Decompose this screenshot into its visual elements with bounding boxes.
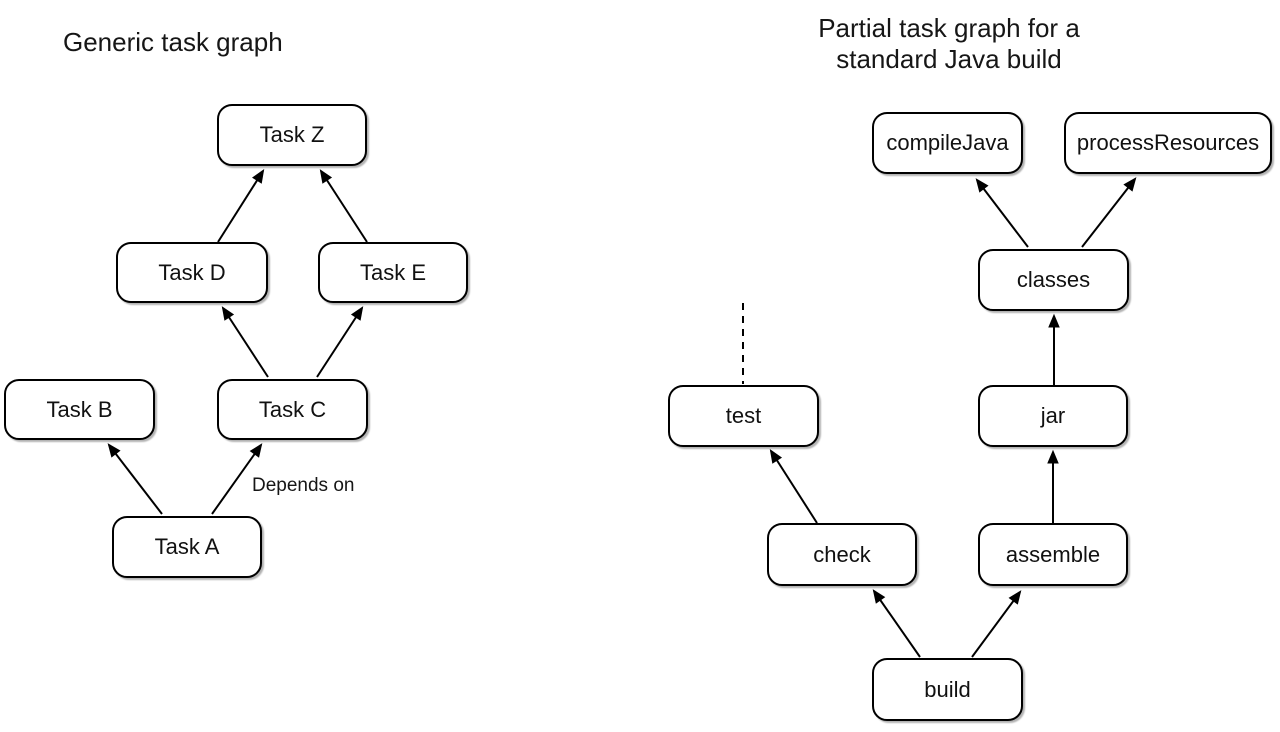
node-label-classes: classes [1016,267,1091,292]
node-label-check: check [813,541,871,567]
edge-task-a-to-task-b [107,443,163,515]
node-label-process-resources: processResources [1076,130,1260,155]
node-test: test [668,385,819,447]
node-label-task-b: Task B [46,396,113,422]
edge-build-to-assemble [971,590,1022,658]
node-build: build [872,658,1023,721]
edge-task-e-to-task-z [319,169,368,243]
node-label-task-c: Task C [258,396,327,422]
node-task-z: Task Z [217,104,367,166]
right-graph-title: Partial task graph for a standard Java b… [818,13,1080,74]
node-task-e: Task E [318,242,468,303]
node-label-test: test [725,403,762,428]
node-classes: classes [978,249,1129,311]
node-check: check [767,523,917,586]
node-task-b: Task B [4,379,155,440]
node-label-task-z: Task Z [259,122,325,147]
node-assemble: assemble [978,523,1128,586]
left-graph-title: Generic task graph [63,27,283,57]
edge-task-d-to-task-z [217,169,265,243]
node-label-jar: jar [1040,403,1066,428]
edge-task-c-to-task-d [221,306,269,378]
node-label-task-d: Task D [158,259,226,285]
edge-classes-to-process-resources [1081,177,1137,248]
edge-annotation: Depends on [252,475,355,496]
node-compile-java: compileJava [872,112,1023,174]
node-label-compile-java: compileJava [886,130,1009,155]
edge-check-to-test [769,449,818,524]
node-task-c: Task C [217,379,368,440]
node-label-build: build [924,676,971,702]
edge-classes-to-compile-java [975,178,1029,248]
node-jar: jar [978,385,1128,447]
node-label-task-a: Task A [154,534,220,559]
node-label-assemble: assemble [1005,541,1101,567]
node-process-resources: processResources [1064,112,1272,174]
node-task-a: Task A [112,516,262,578]
node-label-task-e: Task E [359,259,427,285]
edge-task-c-to-task-e [316,306,364,378]
node-task-d: Task D [116,242,268,303]
edge-build-to-check [872,589,921,658]
